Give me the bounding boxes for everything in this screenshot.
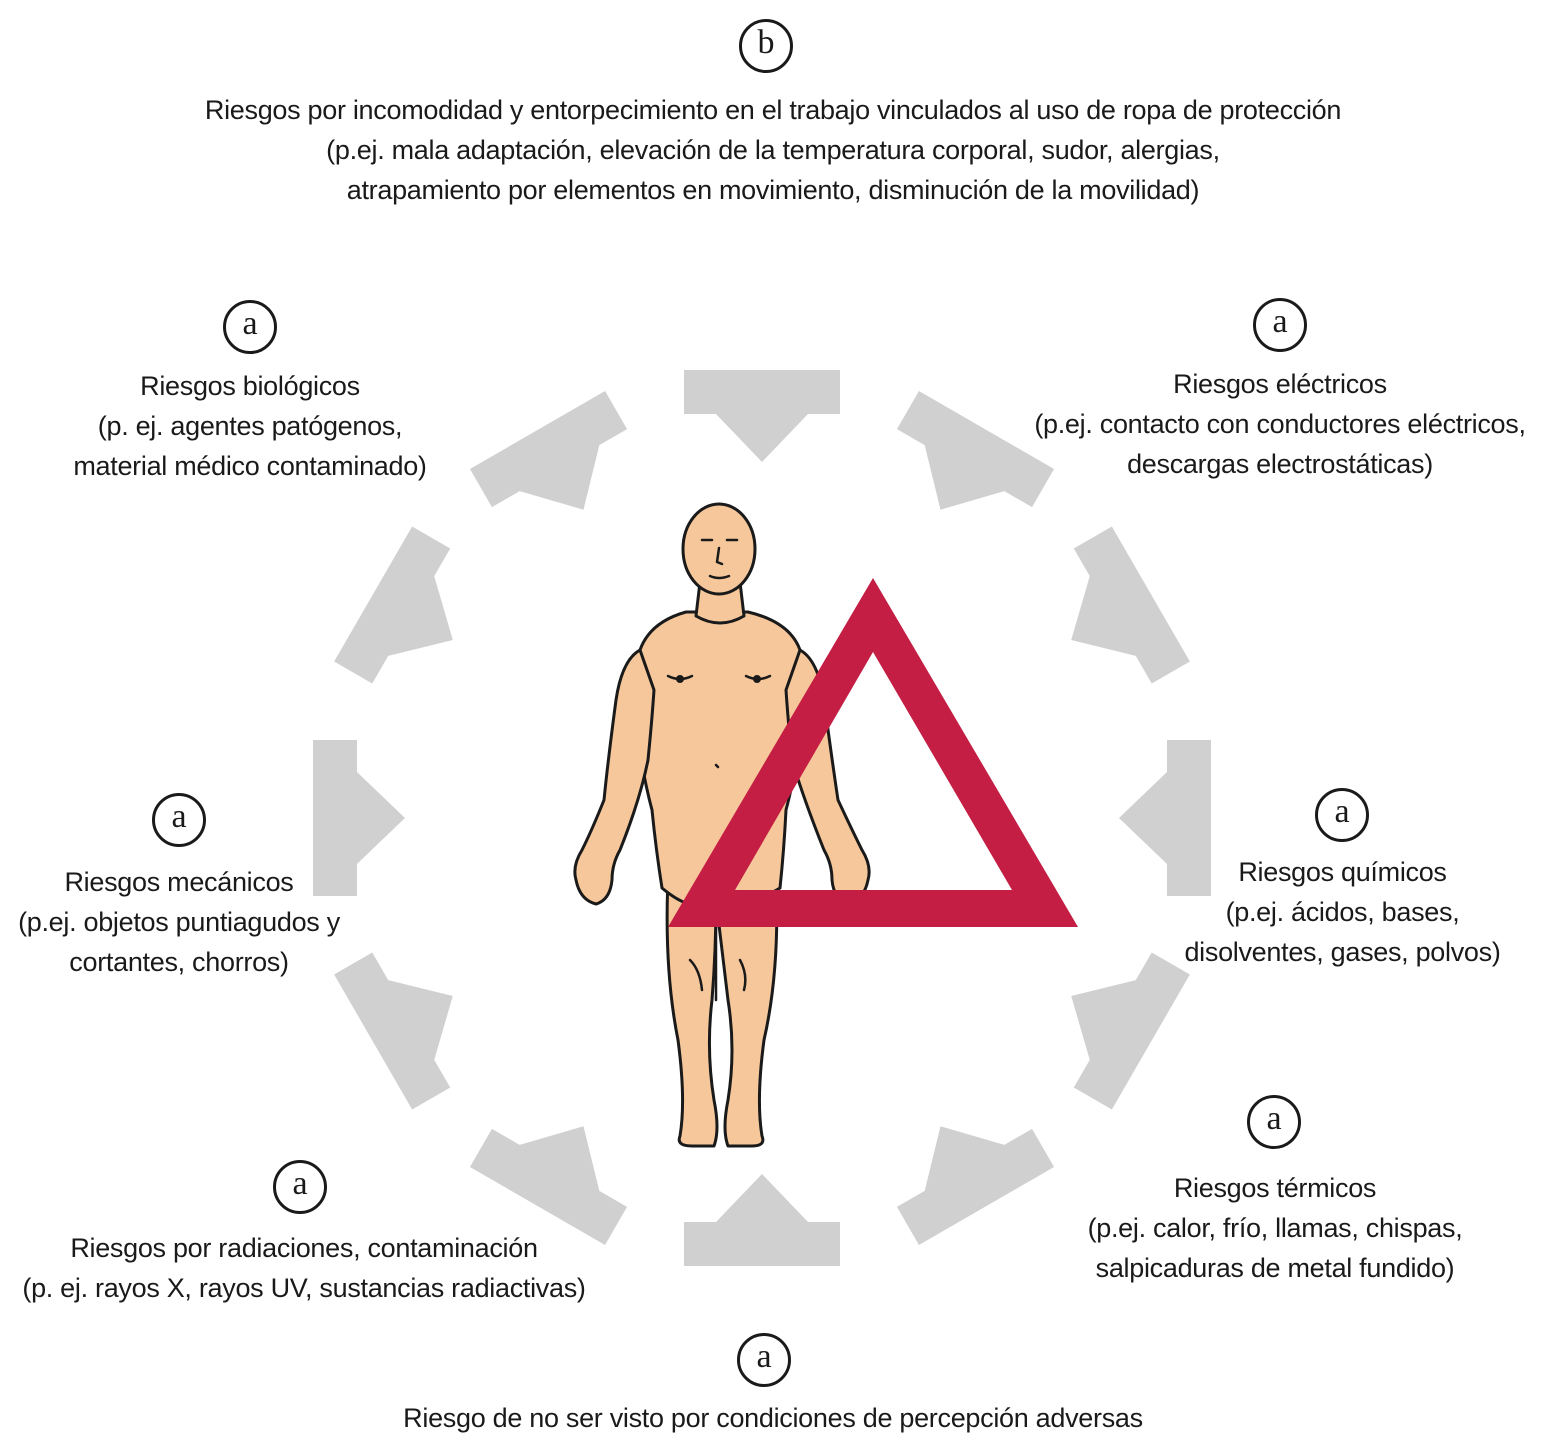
top-risk-line-1: Riesgos por incomodidad y entorpecimient…: [73, 90, 1473, 130]
badge-a-termicos: a: [1247, 1095, 1301, 1149]
electricos-label: Riesgos eléctricos (p.ej. contacto con c…: [1020, 364, 1540, 484]
biologicos-title: Riesgos biológicos: [20, 366, 480, 406]
radiaciones-label: Riesgos por radiaciones, contaminación (…: [4, 1228, 604, 1308]
top-risk-line-3: atrapamiento por elementos en movimiento…: [73, 170, 1473, 210]
electricos-title: Riesgos eléctricos: [1020, 364, 1540, 404]
badge-a-mecanicos: a: [152, 793, 206, 847]
nipple-right: [755, 677, 760, 682]
biologicos-line-2: (p. ej. agentes patógenos,: [20, 406, 480, 446]
termicos-line-2: (p.ej. calor, frío, llamas, chispas,: [1060, 1208, 1490, 1248]
inward-arrow-icon: [334, 928, 492, 1109]
human-figure: [575, 504, 869, 1146]
radiaciones-title: Riesgos por radiaciones, contaminación: [4, 1228, 604, 1268]
badge-b: b: [739, 19, 793, 73]
quimicos-line-2: (p.ej. ácidos, bases,: [1170, 892, 1515, 932]
quimicos-label: Riesgos químicos (p.ej. ácidos, bases, d…: [1170, 852, 1515, 972]
mecanicos-line-2: (p.ej. objetos puntiagudos y: [4, 902, 354, 942]
inward-arrow-icon: [873, 1087, 1054, 1245]
left-arm: [575, 650, 654, 904]
inward-arrow-icon: [684, 370, 840, 462]
badge-a-quimicos: a: [1315, 788, 1369, 842]
bottom-risk-label: Riesgo de no ser visto por condiciones d…: [273, 1398, 1273, 1438]
mecanicos-line-3: cortantes, chorros): [4, 942, 354, 982]
inward-arrow-icon: [470, 1087, 651, 1245]
biologicos-label: Riesgos biológicos (p. ej. agentes patóg…: [20, 366, 480, 486]
termicos-label: Riesgos térmicos (p.ej. calor, frío, lla…: [1060, 1168, 1490, 1288]
bottom-risk-line-1: Riesgo de no ser visto por condiciones d…: [273, 1398, 1273, 1438]
electricos-line-2: (p.ej. contacto con conductores eléctric…: [1020, 404, 1540, 444]
electricos-line-3: descargas electrostáticas): [1020, 444, 1540, 484]
nipple-left: [678, 677, 683, 682]
biologicos-line-3: material médico contaminado): [20, 446, 480, 486]
inward-arrow-icon: [1032, 928, 1190, 1109]
top-risk-line-2: (p.ej. mala adaptación, elevación de la …: [73, 130, 1473, 170]
badge-a-radiaciones: a: [273, 1160, 327, 1214]
quimicos-line-3: disolventes, gases, polvos): [1170, 932, 1515, 972]
inward-arrow-icon: [470, 391, 651, 549]
inward-arrow-icon: [1032, 526, 1190, 707]
inward-arrow-icon: [684, 1174, 840, 1266]
top-risk-label: Riesgos por incomodidad y entorpecimient…: [73, 90, 1473, 210]
termicos-title: Riesgos térmicos: [1060, 1168, 1490, 1208]
inward-arrow-icon: [334, 526, 492, 707]
termicos-line-3: salpicaduras de metal fundido): [1060, 1248, 1490, 1288]
mecanicos-label: Riesgos mecánicos (p.ej. objetos puntiag…: [4, 862, 354, 982]
quimicos-title: Riesgos químicos: [1170, 852, 1515, 892]
mecanicos-title: Riesgos mecánicos: [4, 862, 354, 902]
radiaciones-line-2: (p. ej. rayos X, rayos UV, sustancias ra…: [4, 1268, 604, 1308]
badge-a-biologicos: a: [223, 300, 277, 354]
badge-a-bottom: a: [737, 1333, 791, 1387]
badge-a-electricos: a: [1253, 298, 1307, 352]
